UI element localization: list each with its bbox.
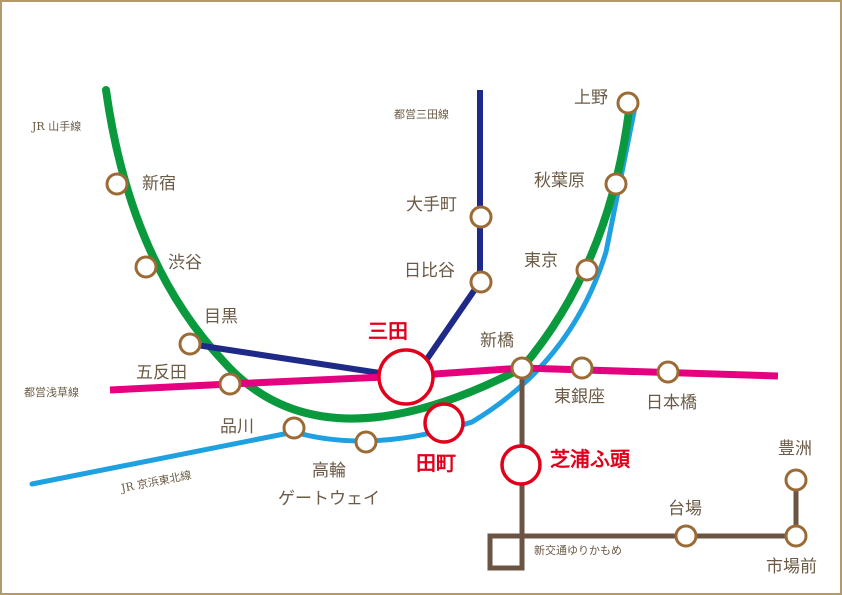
station-marker-otemachi[interactable] bbox=[469, 205, 493, 229]
station-marker-shibaura[interactable] bbox=[500, 444, 542, 486]
station-label-daiba: 台場 bbox=[668, 499, 702, 519]
station-label-takanawa-2: ゲートウェイ bbox=[278, 489, 380, 509]
station-label-shibuya: 渋谷 bbox=[168, 253, 202, 273]
station-marker-meguro[interactable] bbox=[178, 332, 202, 356]
station-label-shinagawa: 品川 bbox=[220, 417, 254, 437]
station-marker-ueno[interactable] bbox=[616, 91, 640, 115]
line-label-yurikamome: 新交通ゆりかもめ bbox=[534, 543, 622, 557]
station-marker-tamachi[interactable] bbox=[423, 402, 465, 444]
highlighted-station-markers bbox=[377, 348, 542, 486]
station-label-tokyo: 東京 bbox=[524, 251, 558, 271]
station-marker-shimbashi[interactable] bbox=[510, 356, 534, 380]
line-label-mita: 都営三田線 bbox=[394, 107, 449, 121]
keihin-tohoku-line bbox=[29, 99, 639, 487]
station-label-shimbashi: 新橋 bbox=[480, 331, 514, 351]
station-marker-daiba[interactable] bbox=[674, 524, 698, 548]
mita-line bbox=[189, 90, 483, 380]
station-label-akihabara: 秋葉原 bbox=[534, 171, 585, 191]
station-marker-shijo-mae[interactable] bbox=[784, 524, 808, 548]
station-marker-hibiya[interactable] bbox=[469, 270, 493, 294]
station-marker-tokyo[interactable] bbox=[575, 258, 599, 282]
station-label-shibaura: 芝浦ふ頭 bbox=[550, 447, 631, 471]
station-label-ueno: 上野 bbox=[574, 88, 608, 108]
station-label-hibiya: 日比谷 bbox=[404, 261, 455, 281]
station-marker-higashi-ginza[interactable] bbox=[570, 356, 594, 380]
station-label-mita: 三田 bbox=[368, 319, 408, 343]
station-label-tamachi: 田町 bbox=[416, 451, 456, 475]
station-marker-toyosu[interactable] bbox=[784, 468, 808, 492]
yamanote-line bbox=[102, 86, 634, 423]
station-marker-shinagawa[interactable] bbox=[282, 416, 306, 440]
station-marker-nihombashi[interactable] bbox=[656, 360, 680, 384]
station-marker-shibuya[interactable] bbox=[134, 255, 158, 279]
station-label-shinjuku: 新宿 bbox=[142, 174, 176, 194]
line-label-keihin: JR 京浜東北線 bbox=[119, 468, 193, 496]
line-label-yamanote: JR 山手線 bbox=[31, 119, 81, 133]
line-label-asakusa: 都営浅草線 bbox=[24, 385, 79, 399]
station-label-nihombashi: 日本橋 bbox=[646, 393, 697, 413]
station-marker-shinjuku[interactable] bbox=[105, 172, 129, 196]
station-marker-takanawa-gateway[interactable] bbox=[354, 430, 378, 454]
station-markers bbox=[105, 91, 808, 548]
station-marker-mita[interactable] bbox=[377, 348, 435, 406]
station-label-toyosu: 豊洲 bbox=[778, 439, 812, 459]
station-label-higashi-ginza: 東銀座 bbox=[554, 387, 605, 407]
station-marker-akihabara[interactable] bbox=[604, 172, 628, 196]
station-label-shijo-mae: 市場前 bbox=[766, 557, 817, 577]
station-label-gotanda: 五反田 bbox=[136, 363, 187, 383]
station-label-takanawa-1: 高輪 bbox=[312, 461, 346, 481]
station-label-meguro: 目黒 bbox=[204, 307, 238, 327]
station-marker-gotanda[interactable] bbox=[218, 372, 242, 396]
station-label-otemachi: 大手町 bbox=[406, 195, 457, 215]
